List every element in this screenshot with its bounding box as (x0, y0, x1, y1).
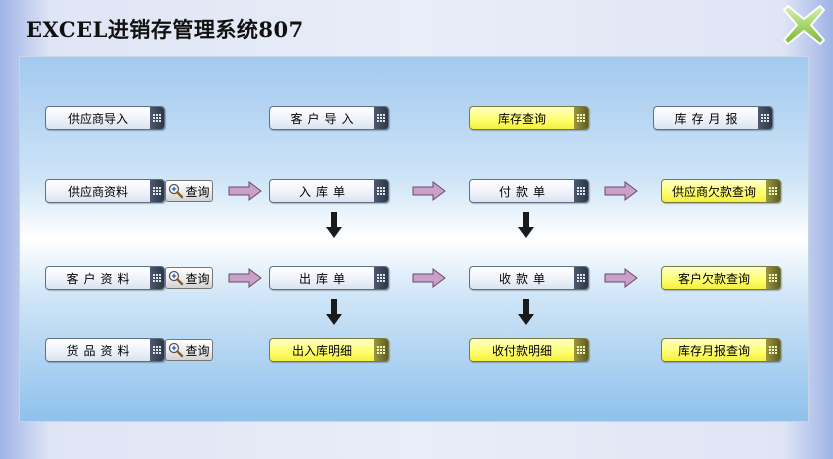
query-label: 查询 (185, 271, 210, 286)
receipt-slip-button[interactable]: 收款单 (469, 266, 589, 290)
grip-icon (574, 107, 588, 129)
inventory-monthly-query-label: 库存月报查询 (677, 343, 750, 358)
right-arrow-icon (228, 181, 262, 201)
customer-data-button[interactable]: 客户资料 (45, 266, 165, 290)
grip-icon (374, 339, 388, 361)
down-arrow-icon (326, 212, 342, 238)
supplier-import-button[interactable]: 供应商导入 (45, 106, 165, 130)
stock-in-slip-button[interactable]: 入库单 (269, 179, 389, 203)
zoom-in-magnifier-icon (169, 183, 184, 199)
grip-icon (150, 180, 164, 202)
inventory-query-button[interactable]: 库存查询 (469, 106, 589, 130)
down-arrow-icon (518, 299, 534, 325)
zoom-in-magnifier-icon (169, 342, 184, 358)
receipt-payment-detail-button[interactable]: 收付款明细 (469, 338, 589, 362)
inventory-monthly-report-button[interactable]: 库存月报 (653, 106, 773, 130)
grip-icon (150, 107, 164, 129)
close-button[interactable] (782, 4, 826, 46)
right-arrow-icon (604, 181, 638, 201)
stock-out-slip-button[interactable]: 出库单 (269, 266, 389, 290)
right-arrow-icon (412, 268, 446, 288)
supplier-import-label: 供应商导入 (67, 111, 128, 126)
grip-icon (758, 107, 772, 129)
grip-icon (150, 339, 164, 361)
payment-slip-button[interactable]: 付款单 (469, 179, 589, 203)
grip-icon (766, 339, 780, 361)
stock-in-out-detail-button[interactable]: 出入库明细 (269, 338, 389, 362)
right-arrow-icon (412, 181, 446, 201)
right-arrow-icon (228, 268, 262, 288)
goods-data-button[interactable]: 货品资料 (45, 338, 165, 362)
supplier-arrears-query-label: 供应商欠款查询 (671, 184, 756, 199)
inventory-monthly-report-label: 库存月报 (674, 111, 743, 126)
customer-data-label: 客户资料 (66, 271, 135, 286)
goods-query-button[interactable]: 查询 (165, 339, 213, 361)
stock-in-out-detail-label: 出入库明细 (291, 343, 352, 358)
inventory-query-label: 库存查询 (497, 111, 546, 126)
receipt-slip-label: 收款单 (498, 271, 550, 286)
supplier-data-label: 供应商资料 (67, 184, 128, 199)
close-x-icon (783, 5, 825, 45)
grip-icon (374, 180, 388, 202)
grip-icon (574, 180, 588, 202)
grip-icon (766, 180, 780, 202)
grip-icon (150, 267, 164, 289)
supplier-arrears-query-button[interactable]: 供应商欠款查询 (661, 179, 781, 203)
customer-import-label: 客户导入 (290, 111, 359, 126)
query-label: 查询 (185, 184, 210, 199)
grip-icon (766, 267, 780, 289)
stock-out-slip-label: 出库单 (298, 271, 350, 286)
grip-icon (374, 267, 388, 289)
zoom-in-magnifier-icon (169, 270, 184, 286)
payment-slip-label: 付款单 (498, 184, 550, 199)
right-arrow-icon (604, 268, 638, 288)
customer-import-button[interactable]: 客户导入 (269, 106, 389, 130)
customer-arrears-query-label: 客户欠款查询 (677, 271, 750, 286)
supplier-query-button[interactable]: 查询 (165, 180, 213, 202)
inventory-monthly-query-button[interactable]: 库存月报查询 (661, 338, 781, 362)
grip-icon (574, 267, 588, 289)
stock-in-slip-label: 入库单 (298, 184, 350, 199)
down-arrow-icon (518, 212, 534, 238)
main-panel: 供应商导入 客户导入 库存查询 库存月报 供应商资料 查询 入库单 付款单 (19, 56, 809, 422)
supplier-data-button[interactable]: 供应商资料 (45, 179, 165, 203)
receipt-payment-detail-label: 收付款明细 (491, 343, 552, 358)
goods-data-label: 货品资料 (66, 343, 135, 358)
query-label: 查询 (185, 343, 210, 358)
grip-icon (574, 339, 588, 361)
customer-query-button[interactable]: 查询 (165, 267, 213, 289)
down-arrow-icon (326, 299, 342, 325)
customer-arrears-query-button[interactable]: 客户欠款查询 (661, 266, 781, 290)
grip-icon (374, 107, 388, 129)
window-title: EXCEL进销存管理系统807 (26, 17, 304, 42)
